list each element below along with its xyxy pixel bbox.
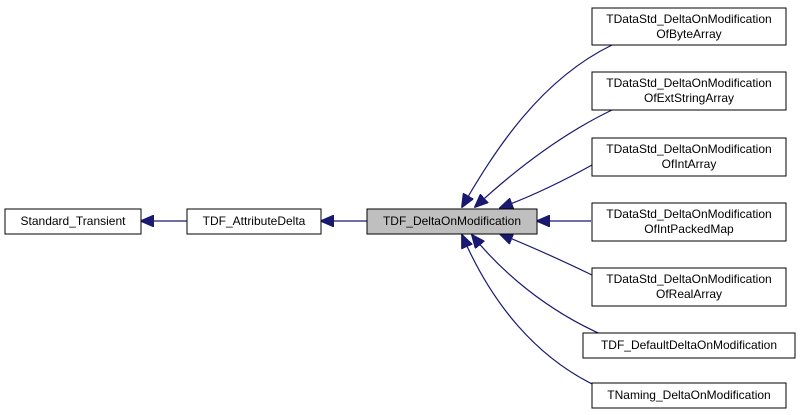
- node-label: TDF_DefaultDeltaOnModification: [601, 338, 777, 352]
- node-tdatastd-extstringarray[interactable]: TDataStd_DeltaOnModification OfExtString…: [591, 71, 787, 111]
- edge-defaultdelta-to-deltaonmodification: [472, 235, 606, 337]
- edges: [141, 44, 613, 391]
- node-label: TDF_AttributeDelta: [203, 214, 306, 228]
- node-label-line2: OfIntPackedMap: [644, 222, 734, 236]
- node-label: Standard_Transient: [21, 214, 127, 228]
- node-label-line2: OfByteArray: [656, 27, 721, 41]
- node-label-line1: TDataStd_DeltaOnModification: [606, 76, 771, 90]
- node-label-line1: TDataStd_DeltaOnModification: [606, 12, 771, 26]
- node-tdatastd-realarray[interactable]: TDataStd_DeltaOnModification OfRealArray: [591, 267, 787, 307]
- node-tdf-attributedelta[interactable]: TDF_AttributeDelta: [186, 208, 322, 235]
- node-label: TDF_DeltaOnModification: [383, 214, 521, 228]
- node-label: TNaming_DeltaOnModification: [607, 388, 770, 402]
- node-tdf-defaultdeltaonmodification[interactable]: TDF_DefaultDeltaOnModification: [582, 332, 796, 359]
- node-tdf-deltaonmodification[interactable]: TDF_DeltaOnModification: [366, 208, 538, 235]
- edge-realarray-to-deltaonmodification: [500, 234, 593, 276]
- node-label-line2: OfIntArray: [662, 157, 717, 171]
- edge-intarray-to-deltaonmodification: [500, 164, 593, 208]
- node-label-line1: TDataStd_DeltaOnModification: [606, 142, 771, 156]
- edge-namingdelta-to-deltaonmodification: [462, 235, 606, 391]
- node-tnaming-deltaonmodification[interactable]: TNaming_DeltaOnModification: [591, 382, 787, 409]
- node-tdatastd-bytearray[interactable]: TDataStd_DeltaOnModification OfByteArray: [591, 7, 787, 46]
- node-tdatastd-intarray[interactable]: TDataStd_DeltaOnModification OfIntArray: [591, 137, 787, 177]
- node-label-line1: TDataStd_DeltaOnModification: [606, 272, 771, 286]
- node-label-line2: OfRealArray: [656, 287, 722, 301]
- node-label-line1: TDataStd_DeltaOnModification: [606, 207, 771, 221]
- edge-extstringarray-to-deltaonmodification: [475, 109, 613, 207]
- node-standard-transient[interactable]: Standard_Transient: [4, 208, 142, 235]
- node-tdatastd-intpackedmap[interactable]: TDataStd_DeltaOnModification OfIntPacked…: [591, 202, 787, 242]
- node-label-line2: OfExtStringArray: [644, 91, 734, 105]
- edge-bytearray-to-deltaonmodification: [462, 44, 613, 207]
